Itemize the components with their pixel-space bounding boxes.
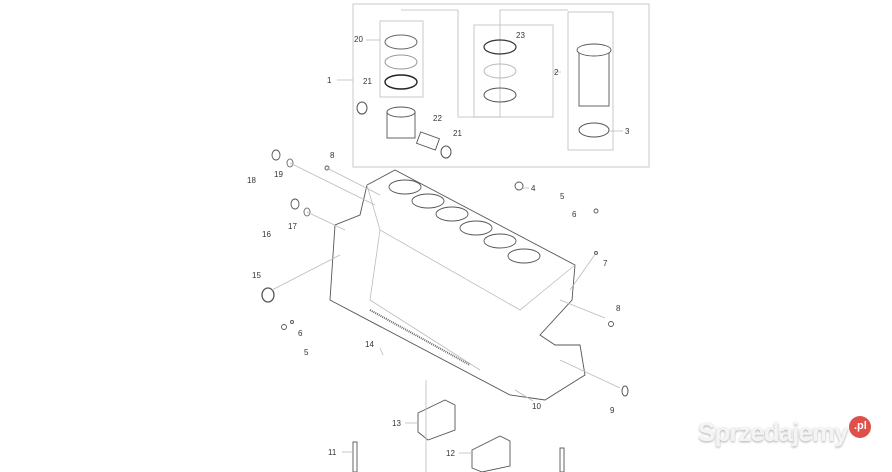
callout-1: 1 [327, 76, 332, 85]
ring-set-box [379, 20, 424, 98]
callout-9: 9 [610, 406, 615, 415]
ring-set-box-2 [473, 24, 554, 118]
callout-4: 4 [531, 184, 536, 193]
callout-23: 23 [516, 31, 525, 40]
callout-6: 6 [298, 329, 303, 338]
piston-rings [384, 34, 517, 103]
callout-6: 6 [572, 210, 577, 219]
callout-22: 22 [433, 114, 442, 123]
callout-10: 10 [532, 402, 541, 411]
callout-18: 18 [247, 176, 256, 185]
callout-5: 5 [560, 192, 565, 201]
piston [356, 101, 452, 159]
callout-2: 2 [554, 68, 559, 77]
callout-16: 16 [262, 230, 271, 239]
callout-14: 14 [365, 340, 374, 349]
callout-20: 20 [354, 35, 363, 44]
callout-5: 5 [304, 348, 309, 357]
callout-13: 13 [392, 419, 401, 428]
callout-7: 7 [603, 259, 608, 268]
leader-lines [271, 39, 623, 472]
callout-17: 17 [288, 222, 297, 231]
callout-21: 21 [453, 129, 462, 138]
callout-3: 3 [625, 127, 630, 136]
piston-kit-frame [352, 3, 650, 168]
liner-box [567, 11, 614, 151]
callout-labels: 1 2 3 4 5 5 6 6 7 8 8 9 10 11 12 13 14 1… [247, 31, 630, 458]
small-parts [261, 149, 629, 397]
watermark-badge: .pl [849, 416, 872, 438]
watermark: Sprzedajemy .pl [698, 416, 872, 448]
watermark-logo: Sprzedajemy [698, 417, 848, 447]
bearing-caps [352, 399, 565, 472]
callout-19: 19 [274, 170, 283, 179]
callout-12: 12 [446, 449, 455, 458]
callout-15: 15 [252, 271, 261, 280]
callout-21: 21 [363, 77, 372, 86]
cylinder-liner [576, 43, 612, 138]
callout-8: 8 [616, 304, 621, 313]
callout-11: 11 [328, 448, 337, 457]
engine-block [329, 169, 586, 401]
callout-8: 8 [330, 151, 335, 160]
